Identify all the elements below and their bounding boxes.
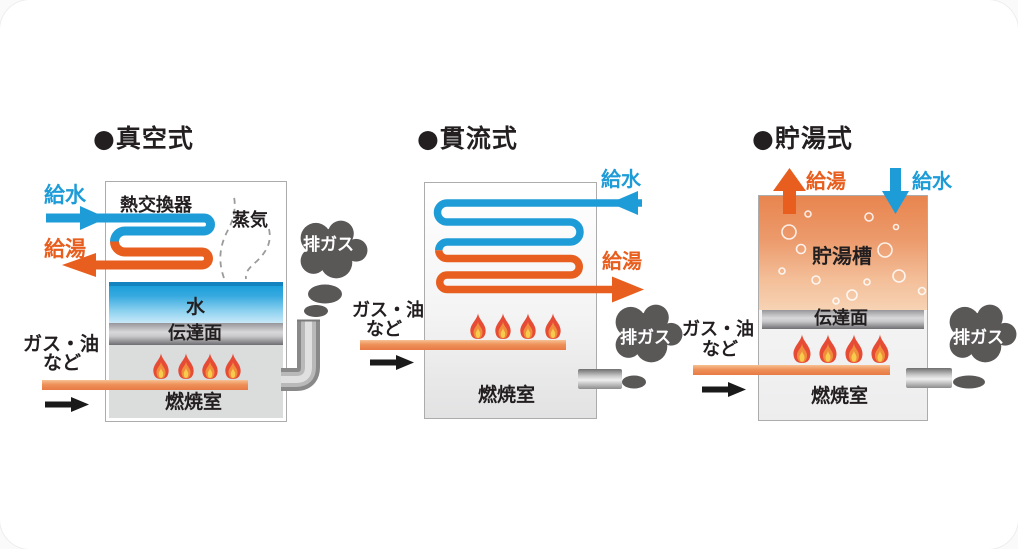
- feed-water-label: 給水: [44, 183, 86, 207]
- storage-tank-label: 貯湯槽: [812, 244, 872, 268]
- vacuum-heat-exchanger-coil: [46, 206, 215, 277]
- once-through-burner-bar: [360, 340, 566, 350]
- fuel-label-line2: など: [702, 339, 738, 360]
- heat-exchanger-label: 熱交換器: [120, 195, 192, 216]
- vacuum-title: ●真空式: [93, 124, 194, 153]
- hot-water-label: 給湯: [44, 237, 86, 261]
- feed-water-label: 給水: [601, 167, 641, 191]
- once-through-coil: [433, 191, 644, 303]
- vacuum-exhaust-pipe-icon: [281, 319, 320, 391]
- once-through-title: ●貫流式: [417, 124, 518, 153]
- hot-water-arrowhead: [62, 253, 96, 277]
- once-through-smoke-cloud-icon: [615, 304, 683, 389]
- storage-burner-bar: [693, 365, 890, 375]
- fuel-label-line1: ガス・油: [352, 300, 424, 321]
- storage-hot-water-up-arrow: [773, 168, 806, 214]
- exhaust-gas-label: 排ガス: [303, 235, 354, 255]
- transfer-surface-band: [109, 323, 283, 345]
- storage-tank-bubbles: [778, 210, 927, 305]
- vacuum-burner-bar: [42, 380, 248, 390]
- fuel-label-line2: など: [366, 319, 402, 340]
- fuel-label-line1: ガス・油: [23, 333, 100, 355]
- exhaust-gas-label: 排ガス: [620, 328, 671, 348]
- storage-fuel-flow-arrow: [702, 382, 746, 397]
- vacuum-flame-icons: [153, 353, 241, 380]
- water-band: [109, 282, 283, 325]
- hot-water-label: 給湯: [602, 249, 642, 273]
- fuel-label-line2: など: [43, 352, 82, 374]
- transfer-surface-label: 伝達面: [168, 323, 222, 344]
- feed-water-label: 給水: [912, 169, 952, 193]
- vacuum-fuel-flow-arrow: [45, 397, 89, 412]
- hot-water-arrowhead: [612, 276, 644, 303]
- vacuum-steam-dashes: [219, 196, 271, 280]
- storage-tank-area: [759, 196, 927, 310]
- fuel-label-line1: ガス・油: [682, 319, 754, 340]
- combustion-chamber-label: 燃焼室: [811, 385, 869, 407]
- once-through-fuel-flow-arrow: [370, 355, 414, 370]
- storage-boiler-body: [758, 195, 928, 421]
- vacuum-smoke-cloud-icon: [300, 220, 368, 317]
- water-label: 水: [186, 296, 206, 318]
- transfer-surface-band: [762, 310, 924, 329]
- exhaust-gas-label: 排ガス: [953, 328, 1004, 348]
- feed-water-arrowhead: [80, 206, 107, 230]
- transfer-surface-label: 伝達面: [814, 308, 868, 329]
- storage-flame-icons: [793, 334, 889, 363]
- storage-title: ●貯湯式: [752, 124, 853, 153]
- steam-label: 蒸気: [232, 210, 268, 231]
- storage-feed-water-down-arrow: [882, 168, 909, 214]
- storage-smoke-cloud-icon: [949, 304, 1017, 389]
- feed-water-arrowhead: [610, 191, 638, 215]
- once-through-flame-icons: [470, 313, 561, 340]
- storage-exhaust-pipe-icon: [906, 368, 952, 388]
- combustion-chamber-label: 燃焼室: [478, 384, 536, 406]
- hot-water-label: 給湯: [806, 169, 846, 193]
- combustion-chamber-label: 燃焼室: [165, 391, 223, 413]
- once-through-exhaust-pipe-icon: [578, 369, 622, 389]
